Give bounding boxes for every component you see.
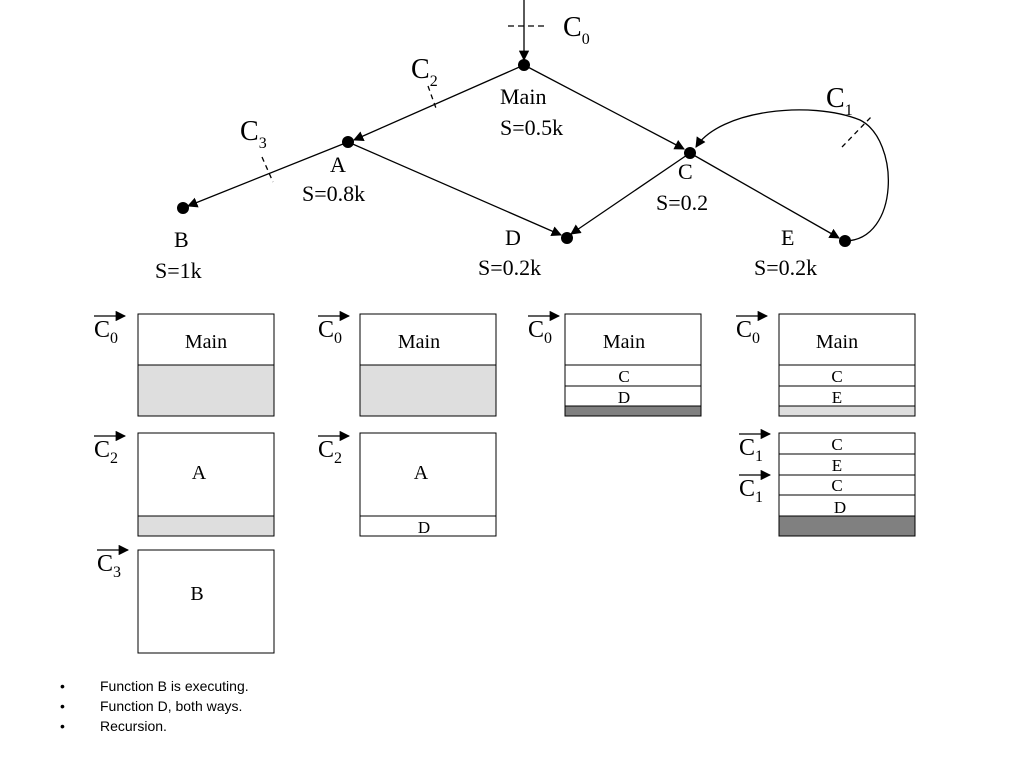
col4-c1b-label: C1 [739, 476, 763, 506]
node-b [177, 202, 189, 214]
node-a-name: A [330, 152, 346, 177]
col4-box2-slot-4: D [834, 498, 846, 517]
col3-box1-dark-area [564, 405, 702, 417]
stack-cut-labels: C0 C2 C3 C0 C2 C0 C0 C1 C1 [94, 317, 763, 581]
cut-c2-label: C2 [411, 54, 438, 90]
node-labels: Main S=0.5k A S=0.8k B S=1k C S=0.2 D S=… [155, 84, 817, 283]
col1-c3-label: C3 [97, 551, 121, 581]
list-item-text: Function B is executing. [100, 678, 249, 694]
node-b-size: S=1k [155, 258, 202, 283]
col4-slot1: C [831, 367, 842, 386]
edge-main-c [523, 64, 685, 150]
col2-box2-title: A [414, 462, 429, 484]
notes-list: • Function B is executing. • Function D, b… [60, 676, 249, 736]
col1-box2-light-area [137, 515, 275, 537]
cut-labels: C0 C2 C3 C1 [240, 12, 853, 152]
node-d [561, 232, 573, 244]
node-e [839, 235, 851, 247]
node-main [518, 59, 530, 71]
col1-box3-title: B [190, 583, 203, 605]
node-d-name: D [505, 225, 521, 250]
graph-nodes [177, 59, 851, 247]
col2-box2 [359, 432, 497, 537]
node-e-size: S=0.2k [754, 255, 817, 280]
node-main-size: S=0.5k [500, 115, 563, 140]
col4-box2-dark-area [778, 515, 916, 537]
col4-box2-slot-1: C [831, 435, 842, 454]
col1-box1-title: Main [185, 331, 227, 353]
list-item-text: Function D, both ways. [100, 698, 243, 714]
col1-c2-label: C2 [94, 437, 118, 467]
col4-c1a-label: C1 [739, 435, 763, 465]
edge-main-a [353, 64, 525, 141]
bullet-icon: • [60, 678, 65, 694]
cut-c1-mark [841, 115, 873, 148]
col2-box1-light-area [359, 364, 497, 417]
stack-column-3 [564, 313, 702, 417]
edge-c-e [689, 152, 840, 239]
cut-c3-label: C3 [240, 116, 267, 152]
col4-slot2: E [832, 388, 842, 407]
node-a [342, 136, 354, 148]
node-main-name: Main [500, 84, 546, 109]
call-graph [187, 0, 889, 242]
col3-c0-label: C0 [528, 317, 552, 347]
col4-box2 [778, 432, 916, 537]
col3-slot2: D [618, 388, 630, 407]
node-c-size: S=0.2 [656, 190, 708, 215]
col1-box2-title: A [192, 462, 207, 484]
list-item-text: Recursion. [100, 718, 167, 734]
col4-box1-title: Main [816, 331, 858, 353]
edge-e-c-recursion [695, 109, 889, 242]
col2-c0-label: C0 [318, 317, 342, 347]
node-b-name: B [174, 227, 189, 252]
stack-box-texts: Main A B Main A D Main C D Main C E C E … [185, 331, 858, 605]
col1-c0-label: C0 [94, 317, 118, 347]
list-item: • Recursion. [60, 716, 249, 736]
col4-c0-label: C0 [736, 317, 760, 347]
cut-c0-label: C0 [563, 12, 590, 48]
col4-box2-slot-2: E [832, 456, 842, 475]
stack-cut-arrows [94, 310, 772, 556]
node-a-size: S=0.8k [302, 181, 365, 206]
list-item: • Function D, both ways. [60, 696, 249, 716]
col3-box1-title: Main [603, 331, 645, 353]
stack-column-2 [359, 313, 497, 537]
col1-box3 [137, 549, 275, 654]
cut-c1-label: C1 [826, 83, 853, 119]
node-d-size: S=0.2k [478, 255, 541, 280]
bullet-icon: • [60, 718, 65, 734]
cut-c2-mark [427, 85, 438, 112]
node-c-name: C [678, 159, 693, 184]
edge-a-b [187, 141, 349, 208]
node-c [684, 147, 696, 159]
node-e-name: E [781, 225, 794, 250]
stack-column-4 [778, 313, 916, 537]
list-item: • Function B is executing. [60, 676, 249, 696]
stack-columns [137, 313, 916, 654]
stack-column-1 [137, 313, 275, 654]
edge-a-d [347, 141, 562, 237]
col2-box1-title: Main [398, 331, 440, 353]
cut-c3-mark [261, 156, 274, 183]
bullet-icon: • [60, 698, 65, 714]
col2-box2-slot: D [418, 518, 430, 537]
col2-c2-label: C2 [318, 437, 342, 467]
col4-box1-light-area [778, 405, 916, 417]
col1-box2 [137, 432, 275, 537]
col3-slot1: C [618, 367, 629, 386]
edge-c-d [570, 152, 691, 235]
col4-box2-slot-3: C [831, 476, 842, 495]
col1-box1-light-area [137, 364, 275, 417]
